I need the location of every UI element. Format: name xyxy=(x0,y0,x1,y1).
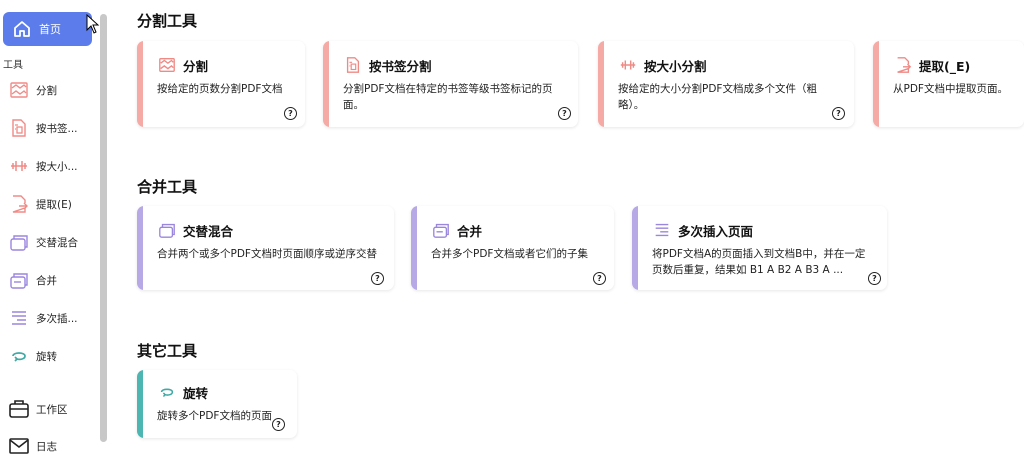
alternate-mix-icon xyxy=(157,220,177,240)
sidebar-item-label: 多次插... xyxy=(36,312,78,325)
help-icon[interactable]: ? xyxy=(558,107,571,120)
tool-card-bookmark-split[interactable]: 按书签分割 分割PDF文档在特定的书签等级书签标记的页面。 ? xyxy=(323,41,578,127)
sidebar-item-size-split[interactable]: 按大小... xyxy=(8,152,98,180)
sidebar: 首页 工具 分割 按书签... 按大小... 提取(E) 交替混合 xyxy=(0,0,116,456)
help-icon[interactable]: ? xyxy=(593,272,606,285)
tool-card-alternate-mix[interactable]: 交替混合 合并两个或多个PDF文档时页面顺序或逆序交替 ? xyxy=(137,206,394,290)
card-accent-bar xyxy=(411,206,417,290)
tool-card-split[interactable]: 分割 按给定的页数分割PDF文档 ? xyxy=(137,41,305,127)
card-title: 按大小分割 xyxy=(644,58,707,74)
tool-card-size-split[interactable]: 按大小分割 按给定的大小分割PDF文档成多个文件（粗略）。 ? xyxy=(598,41,854,127)
card-accent-bar xyxy=(137,41,143,127)
sidebar-item-label: 分割 xyxy=(36,84,57,97)
card-title: 按书签分割 xyxy=(369,58,432,74)
rotate-icon xyxy=(8,345,30,367)
bookmark-file-icon xyxy=(8,117,30,139)
section-title-split: 分割工具 xyxy=(137,12,198,30)
card-description: 将PDF文档A的页面插入到文档B中，并在一定页数后重复，结果如 B1 A B2 … xyxy=(652,248,866,276)
card-header: 多次插入页面 xyxy=(652,220,753,240)
card-accent-bar xyxy=(598,41,604,127)
card-description: 合并两个或多个PDF文档时页面顺序或逆序交替 xyxy=(157,248,377,260)
sidebar-item-label: 交替混合 xyxy=(36,236,78,249)
merge-icon xyxy=(8,269,30,291)
card-title: 旋转 xyxy=(183,385,209,401)
extract-icon xyxy=(893,55,913,75)
sidebar-item-merge[interactable]: 合并 xyxy=(8,266,98,294)
card-header: 合并 xyxy=(431,220,482,240)
card-header: 分割 xyxy=(157,55,208,75)
sidebar-item-log[interactable]: 日志 xyxy=(8,432,98,456)
sidebar-item-label: 提取(E) xyxy=(36,198,72,211)
sidebar-scrollbar-thumb[interactable] xyxy=(100,14,107,442)
split-icon xyxy=(8,79,30,101)
card-description: 分割PDF文档在特定的书签等级书签标记的页面。 xyxy=(343,83,553,111)
card-description: 按给定的页数分割PDF文档 xyxy=(157,83,283,95)
card-accent-bar xyxy=(323,41,329,127)
card-description: 按给定的大小分割PDF文档成多个文件（粗略）。 xyxy=(618,83,817,111)
sidebar-item-label: 合并 xyxy=(36,274,57,287)
help-icon[interactable]: ? xyxy=(868,272,881,285)
card-description: 合并多个PDF文档或者它们的子集 xyxy=(431,248,588,260)
card-accent-bar xyxy=(137,370,143,438)
merge-icon xyxy=(431,220,451,240)
sidebar-item-bookmark-split[interactable]: 按书签... xyxy=(8,114,98,142)
card-title: 交替混合 xyxy=(183,223,234,239)
sidebar-item-label: 工作区 xyxy=(36,403,68,416)
card-accent-bar xyxy=(873,41,879,127)
split-icon xyxy=(157,55,177,75)
sidebar-item-label: 首页 xyxy=(39,23,61,36)
sidebar-item-label: 按书签... xyxy=(36,122,78,135)
card-description: 旋转多个PDF文档的页面 xyxy=(157,410,272,422)
card-description: 从PDF文档中提取页面。 xyxy=(893,83,1008,95)
sidebar-section-tools: 工具 xyxy=(3,60,23,71)
sidebar-item-multi-insert[interactable]: 多次插... xyxy=(8,304,98,332)
sidebar-item-label: 按大小... xyxy=(36,160,78,173)
card-title: 提取(_E) xyxy=(919,58,971,74)
tool-card-multi-insert[interactable]: 多次插入页面 将PDF文档A的页面插入到文档B中，并在一定页数后重复，结果如 B… xyxy=(632,206,887,290)
card-accent-bar xyxy=(137,206,143,290)
sidebar-item-home[interactable]: 首页 xyxy=(3,12,92,46)
multi-insert-icon xyxy=(652,220,672,240)
home-icon xyxy=(11,18,33,40)
help-icon[interactable]: ? xyxy=(284,107,297,120)
tool-card-merge[interactable]: 合并 合并多个PDF文档或者它们的子集 ? xyxy=(411,206,614,290)
help-icon[interactable]: ? xyxy=(832,107,845,120)
card-header: 按书签分割 xyxy=(343,55,432,75)
sidebar-item-extract[interactable]: 提取(E) xyxy=(8,190,98,218)
card-title: 合并 xyxy=(457,223,483,239)
bookmark-file-icon xyxy=(343,55,363,75)
card-title: 多次插入页面 xyxy=(678,223,754,239)
help-icon[interactable]: ? xyxy=(371,272,384,285)
sidebar-item-alternate-mix[interactable]: 交替混合 xyxy=(8,228,98,256)
rotate-icon xyxy=(157,382,177,402)
card-header: 交替混合 xyxy=(157,220,233,240)
size-split-icon xyxy=(8,155,30,177)
card-header: 提取(_E) xyxy=(893,55,970,75)
briefcase-icon xyxy=(8,398,30,420)
card-header: 按大小分割 xyxy=(618,55,707,75)
section-title-merge: 合并工具 xyxy=(137,178,198,196)
extract-icon xyxy=(8,193,30,215)
sidebar-item-label: 日志 xyxy=(36,440,57,453)
mail-icon xyxy=(8,435,30,456)
tool-card-extract[interactable]: 提取(_E) 从PDF文档中提取页面。 xyxy=(873,41,1024,127)
tool-card-rotate[interactable]: 旋转 旋转多个PDF文档的页面 ? xyxy=(137,370,297,438)
multi-insert-icon xyxy=(8,307,30,329)
sidebar-item-rotate[interactable]: 旋转 xyxy=(8,342,98,370)
size-split-icon xyxy=(618,55,638,75)
sidebar-item-label: 旋转 xyxy=(36,350,57,363)
card-header: 旋转 xyxy=(157,382,208,402)
help-icon[interactable]: ? xyxy=(272,418,285,431)
sidebar-item-workspace[interactable]: 工作区 xyxy=(8,395,98,423)
card-accent-bar xyxy=(632,206,638,290)
card-title: 分割 xyxy=(183,58,209,74)
section-title-other: 其它工具 xyxy=(137,342,198,360)
mouse-cursor-icon xyxy=(86,14,100,34)
sidebar-item-split[interactable]: 分割 xyxy=(8,76,98,104)
alternate-mix-icon xyxy=(8,231,30,253)
